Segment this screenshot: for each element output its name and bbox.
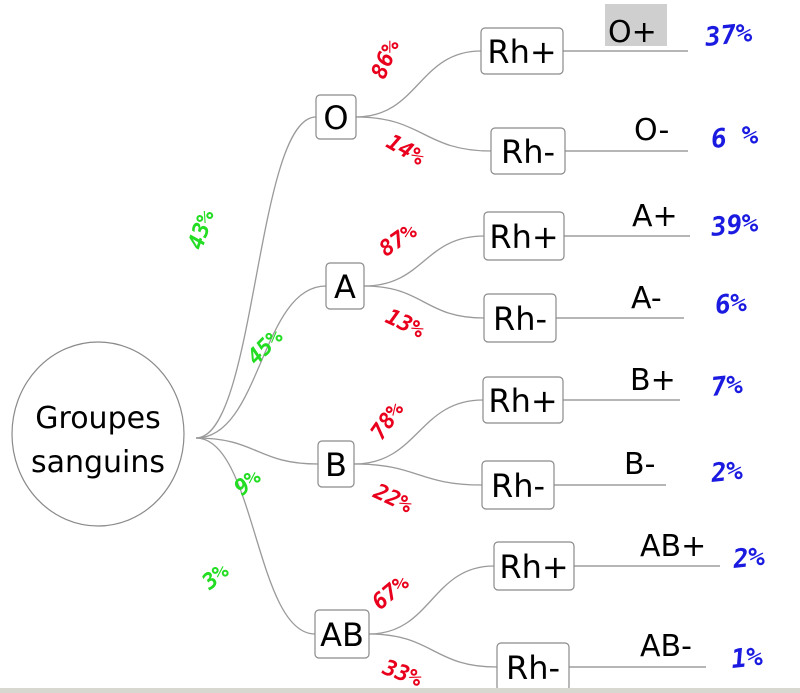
leaf-pct: 6 %: [710, 120, 760, 155]
group-label: B: [325, 446, 347, 484]
selection-highlight: [605, 4, 667, 46]
leaf-label: B+: [630, 363, 676, 398]
edge-root-to-group-0: [195, 116, 317, 439]
edge-group-to-rh: [353, 463, 483, 486]
group-pct: 45%: [243, 324, 289, 370]
tree-labels: 43% 86% 37% 14% 6 % 45% 87% 39% 13% 6% 9% 78% 7% 22% 2…: [184, 18, 766, 693]
leaf-pct: 1%: [730, 642, 765, 675]
group-box: [325, 262, 365, 310]
leaf-label: AB-: [640, 629, 692, 664]
rh-node-b-neg[interactable]: Rh-: [481, 460, 555, 510]
rh-box: [490, 127, 566, 175]
edge-root-to-group-2: [195, 437, 319, 465]
leaf-node-O+[interactable]: O+: [605, 4, 667, 50]
group-box: [315, 94, 357, 140]
group-label: AB: [320, 616, 364, 654]
group-pct: 9%: [230, 464, 267, 501]
rh-pct: 87%: [375, 219, 423, 263]
leaf-pct: 37%: [703, 18, 754, 53]
rh-label: Rh+: [489, 218, 558, 256]
leaf-node-B-[interactable]: B-: [624, 447, 655, 482]
rh-pct: 86%: [367, 36, 405, 83]
edge-root-to-group-3: [195, 437, 316, 635]
rh-node-o-pos[interactable]: Rh+: [480, 27, 564, 75]
rh-label: Rh+: [488, 382, 557, 420]
root-label-line1: Groupes: [35, 401, 160, 436]
rh-node-o-neg[interactable]: Rh-: [490, 127, 566, 175]
rh-node-a-pos[interactable]: Rh+: [483, 211, 565, 261]
rh-label: Rh+: [499, 548, 568, 586]
leaf-pct: 7%: [710, 370, 745, 403]
leaf-label: A-: [631, 281, 662, 316]
group-node-a[interactable]: A: [325, 262, 365, 310]
group-pct: 3%: [197, 558, 235, 595]
rh-box: [480, 27, 564, 75]
rh-label: Rh-: [506, 649, 560, 687]
group-pct: 43%: [184, 207, 220, 253]
leaf-label: O+: [608, 15, 657, 50]
rh-label: Rh-: [491, 467, 545, 505]
tree-nodes: Groupes sanguins O Rh+ O+ Rh- O- A Rh+ A+ Rh- A- B…: [11, 4, 706, 692]
leaf-label: B-: [624, 447, 655, 482]
edge-group-to-rh: [355, 116, 492, 152]
rh-label: Rh-: [501, 133, 555, 171]
leaf-node-A+[interactable]: A+: [632, 199, 678, 234]
rh-node-ab-pos[interactable]: Rh+: [493, 541, 575, 591]
bottom-scrollbar-edge: [0, 688, 800, 693]
rh-pct: 67%: [368, 570, 415, 615]
rh-box: [482, 376, 564, 424]
group-node-b[interactable]: B: [317, 440, 355, 488]
root-circle: [11, 341, 185, 527]
rh-box: [481, 460, 555, 510]
leaf-pct: 6%: [714, 288, 749, 321]
group-box: [317, 440, 355, 488]
group-node-o[interactable]: O: [315, 94, 357, 140]
leaf-label: O-: [634, 113, 669, 148]
group-label: A: [334, 268, 356, 306]
root-node[interactable]: Groupes sanguins: [11, 341, 185, 527]
leaf-label: AB+: [640, 529, 706, 564]
edge-group-to-rh: [355, 50, 482, 118]
leaf-node-O-[interactable]: O-: [634, 113, 669, 148]
group-node-ab[interactable]: AB: [314, 609, 370, 659]
leaf-pct: 39%: [709, 208, 760, 243]
rh-box: [493, 541, 575, 591]
rh-pct: 78%: [366, 397, 410, 445]
edge-group-to-rh: [368, 565, 495, 635]
leaf-node-B+[interactable]: B+: [630, 363, 676, 398]
rh-label: Rh+: [487, 33, 556, 71]
root-label-line2: sanguins: [31, 445, 165, 480]
rh-pct: 14%: [382, 130, 430, 172]
group-box: [314, 609, 370, 659]
tree-edges: [195, 50, 498, 668]
leaf-pct: 2%: [731, 542, 767, 575]
edge-group-to-rh: [368, 633, 498, 668]
leaf-label: A+: [632, 199, 678, 234]
edge-group-to-rh: [363, 285, 485, 319]
edge-group-to-rh: [363, 235, 485, 287]
leaf-node-A-[interactable]: A-: [631, 281, 662, 316]
rh-box: [483, 293, 557, 343]
rh-node-a-neg[interactable]: Rh-: [483, 293, 557, 343]
rh-pct: 13%: [381, 304, 428, 344]
leaf-lines: [554, 50, 720, 668]
edge-root-to-group-1: [195, 285, 327, 439]
rh-box: [483, 211, 565, 261]
group-label: O: [323, 99, 348, 137]
leaf-pct: 2%: [709, 456, 745, 489]
rh-node-ab-neg[interactable]: Rh-: [496, 642, 570, 692]
edge-group-to-rh: [353, 399, 484, 465]
rh-node-b-pos[interactable]: Rh+: [482, 376, 564, 424]
rh-pct: 22%: [369, 479, 417, 519]
leaf-node-AB-[interactable]: AB-: [640, 629, 692, 664]
leaf-node-AB+[interactable]: AB+: [640, 529, 706, 564]
rh-label: Rh-: [493, 300, 547, 338]
